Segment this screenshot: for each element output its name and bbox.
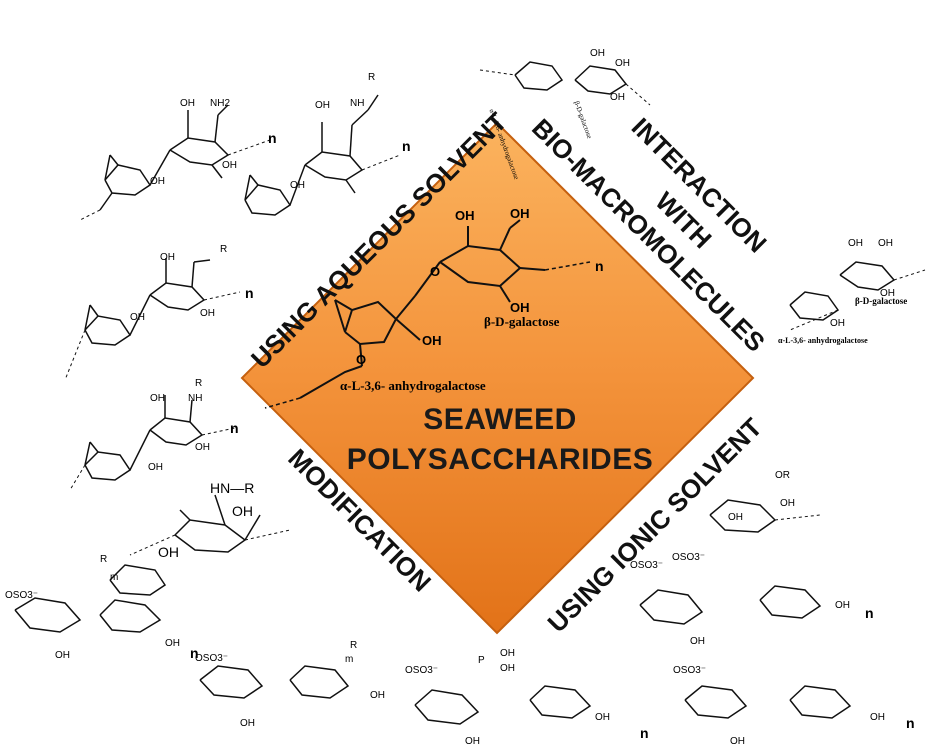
or-label: OR — [775, 470, 790, 481]
oh-label: OH — [165, 638, 180, 649]
oh-label: OH — [878, 238, 893, 249]
n-label: n — [190, 645, 199, 661]
oh-label: OH — [610, 92, 625, 103]
oh-label: OH — [510, 206, 530, 221]
oh-label: OH — [158, 544, 179, 560]
oh-label: OH — [315, 100, 330, 111]
oso3-label: OSO3⁻ — [5, 590, 39, 601]
oh-label: OH — [615, 58, 630, 69]
r-label: R — [220, 244, 228, 255]
svg-text:O: O — [430, 264, 440, 279]
oh-label: OH — [240, 718, 255, 729]
oh-label: OH — [370, 690, 385, 701]
r-label: R — [350, 640, 358, 651]
n-label: n — [230, 420, 239, 436]
oh-label: OH — [465, 736, 480, 747]
oso3-label: OSO3⁻ — [195, 653, 229, 664]
right-sugar-b-label: β-D-galactose — [855, 296, 908, 306]
r-label: R — [100, 554, 108, 565]
oh-label: OH — [150, 393, 165, 404]
r-label: R — [368, 72, 376, 83]
center-sugar-a-label: α-L-3,6- anhydrogalactose — [340, 378, 486, 393]
center-title-line1: SEAWEED — [423, 403, 577, 436]
oh-label: OH — [830, 318, 845, 329]
p-label: P — [478, 655, 485, 666]
oh-label: OH — [222, 160, 237, 171]
oh-label: OH — [232, 503, 253, 519]
n-label: n — [865, 605, 874, 621]
oh-label: OH — [595, 712, 610, 723]
oh-label: OH — [455, 208, 475, 223]
center-repeat-n: n — [595, 258, 604, 274]
n-label: n — [402, 138, 411, 154]
center-title-line2: POLYSACCHARIDES — [346, 443, 654, 476]
oh-label: OH — [148, 462, 163, 473]
oh-label: OH — [835, 600, 850, 611]
oh-label: OH — [500, 648, 515, 659]
oh-label: OH — [590, 48, 605, 59]
oh-label: OH — [290, 180, 305, 191]
nh-label: NH — [188, 393, 203, 404]
oh-label: OH — [150, 176, 165, 187]
svg-text:O: O — [356, 352, 366, 367]
n-label: n — [906, 715, 915, 731]
nh2-label: NH2 — [210, 98, 231, 109]
n-label: n — [268, 130, 277, 146]
n-label: n — [245, 285, 254, 301]
oh-label: OH — [730, 736, 745, 747]
oh-label: OH — [870, 712, 885, 723]
oh-label: OH — [510, 300, 530, 315]
nh-label: NH — [350, 98, 365, 109]
n-label: n — [640, 725, 649, 741]
oh-label: OH — [728, 512, 743, 523]
oh-label: OH — [690, 636, 705, 647]
center-sugar-b-label: β-D-galactose — [484, 314, 560, 329]
oso3-label: OSO3⁻ — [672, 552, 706, 563]
oh-label: OH — [180, 98, 195, 109]
oh-label: OH — [130, 312, 145, 323]
m-label: m — [345, 654, 354, 665]
oso3-label: OSO3⁻ — [405, 665, 439, 676]
oh-label: OH — [780, 498, 795, 509]
oh-label: OH — [422, 333, 442, 348]
oh-label: OH — [200, 308, 215, 319]
oh-label: OH — [160, 252, 175, 263]
oso3-label: OSO3⁻ — [673, 665, 707, 676]
center-title: SEAWEED POLYSACCHARIDES — [330, 400, 670, 480]
oh-label: OH — [880, 288, 895, 299]
r-label: R — [195, 378, 203, 389]
oso3-label: OSO3⁻ — [630, 560, 664, 571]
oh-label: OH — [500, 663, 515, 674]
right-sugar-a-label: α-L-3,6- anhydrogalactose — [778, 336, 868, 345]
oh-label: OH — [55, 650, 70, 661]
oh-label: OH — [195, 442, 210, 453]
m-label: m — [110, 572, 119, 583]
hn-r-label: HN—R — [210, 480, 255, 496]
oh-label: OH — [848, 238, 863, 249]
